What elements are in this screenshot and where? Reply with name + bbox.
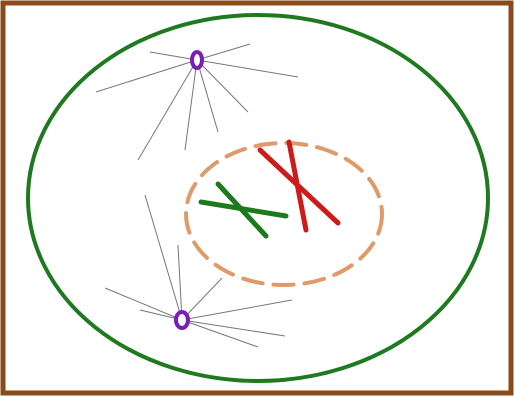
spindle-fiber — [197, 44, 250, 60]
spindle-fiber — [185, 60, 197, 150]
centriole-top — [192, 52, 202, 68]
spindle-fiber — [138, 60, 197, 160]
frame-border — [3, 3, 511, 393]
chromosome-green — [201, 184, 286, 236]
spindle-fiber — [182, 320, 258, 347]
spindle-fiber — [96, 60, 197, 92]
spindle-fibers-bottom — [105, 195, 292, 347]
spindle-fiber — [145, 195, 182, 320]
spindle-fiber — [197, 60, 298, 77]
spindle-fiber — [150, 52, 197, 60]
chromatid — [289, 142, 306, 230]
centriole-bottom — [176, 312, 188, 328]
spindle-fiber — [105, 288, 182, 320]
chromosome-red — [260, 142, 338, 230]
spindle-fiber — [182, 320, 285, 336]
